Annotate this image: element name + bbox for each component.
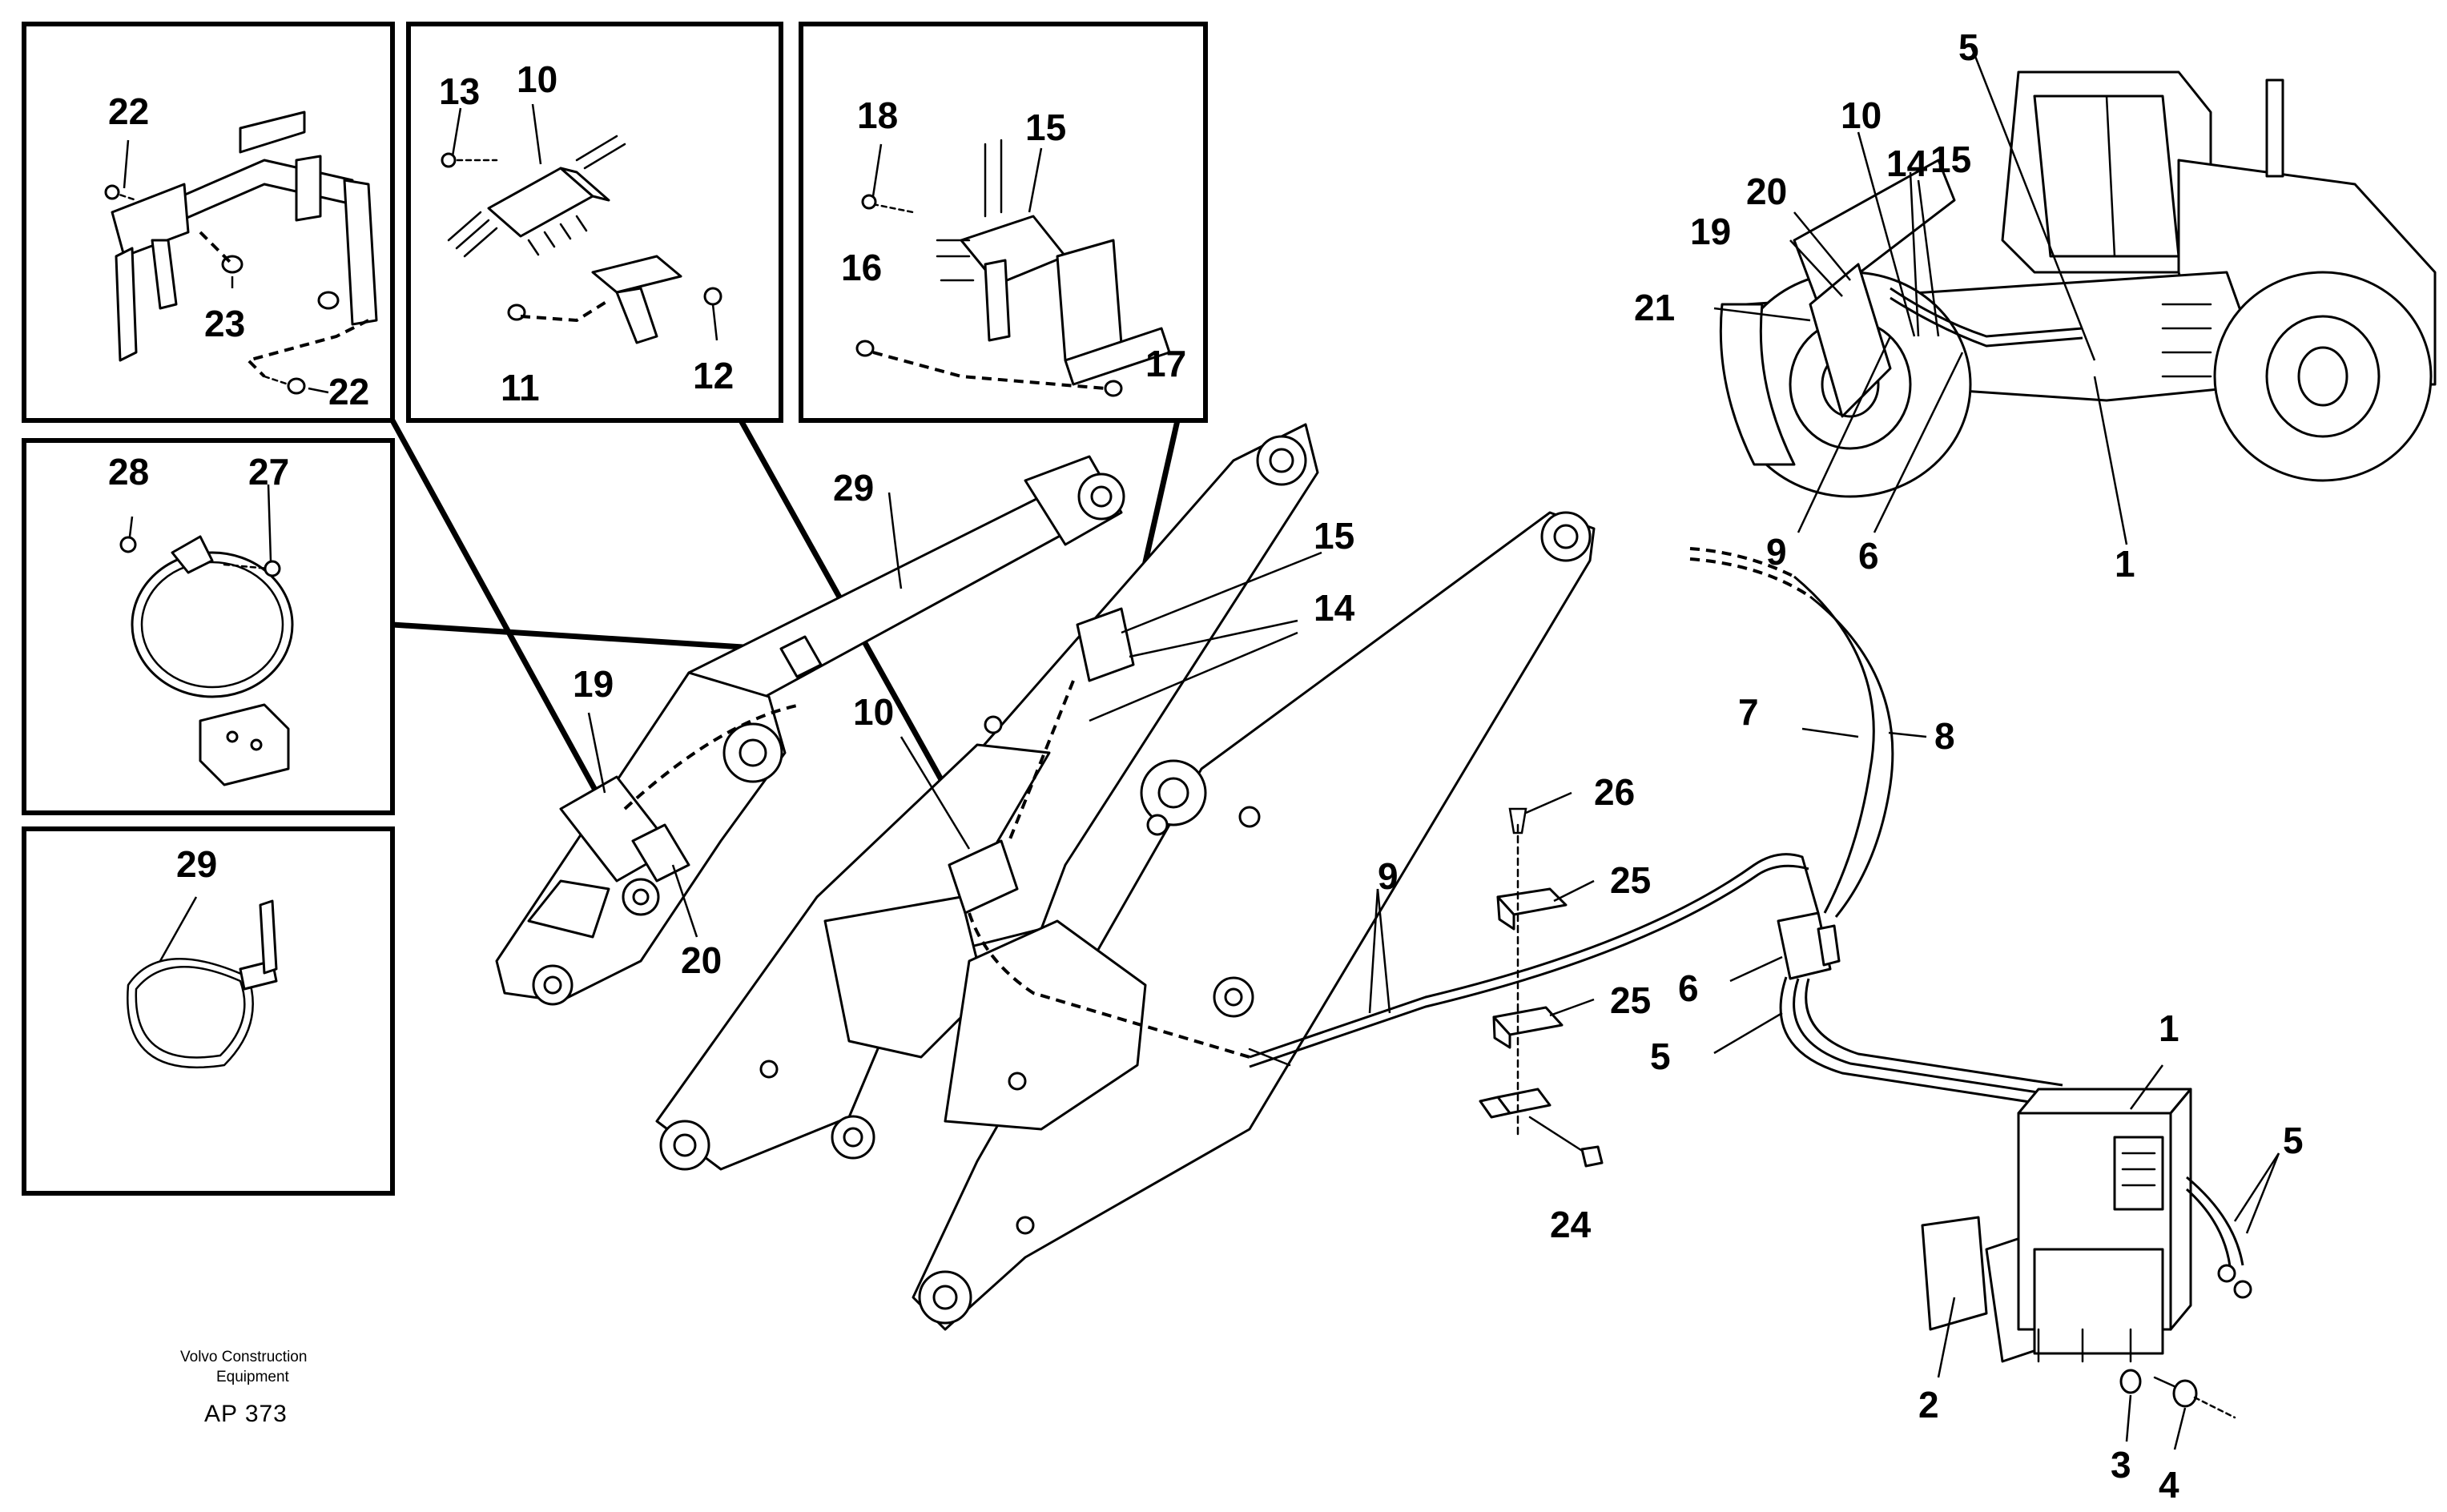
callout-7: 7: [1738, 691, 1759, 733]
leader-lines: [587, 43, 2280, 1450]
callout-20: 20: [1746, 171, 1787, 212]
inset-clamp: [22, 438, 395, 815]
callout-25: 25: [1610, 859, 1651, 901]
inset-bracket-mount: [22, 22, 395, 423]
callout-9: 9: [1378, 855, 1399, 897]
callout-4: 4: [2159, 1464, 2179, 1506]
callout-25: 25: [1610, 979, 1651, 1021]
callout-23: 23: [204, 303, 245, 344]
callout-14: 14: [1314, 587, 1355, 629]
callout-28: 28: [108, 451, 149, 493]
company-name-line1: Volvo Construction: [180, 1349, 307, 1365]
loader-machine-illustration: [1719, 70, 2437, 498]
callout-22: 22: [328, 371, 369, 412]
callout-22: 22: [108, 90, 149, 132]
bracket-parts: [1479, 807, 1604, 1168]
inset-valve-block-a: [406, 22, 783, 423]
callout-15: 15: [1314, 515, 1354, 557]
callout-19: 19: [1690, 211, 1731, 252]
callout-5: 5: [1650, 1035, 1671, 1077]
callout-8: 8: [1934, 715, 1955, 757]
callout-15: 15: [1025, 107, 1066, 148]
callout-16: 16: [841, 247, 882, 288]
callout-5: 5: [2283, 1120, 2304, 1161]
callout-9: 9: [1766, 531, 1787, 573]
callout-10: 10: [517, 58, 557, 100]
callout-27: 27: [248, 451, 289, 493]
callout-6: 6: [1678, 967, 1699, 1009]
callout-5: 5: [1958, 26, 1979, 68]
callout-26: 26: [1594, 771, 1635, 813]
callout-3: 3: [2111, 1444, 2131, 1486]
company-name-line2: Equipment: [216, 1369, 290, 1385]
callout-21: 21: [1634, 287, 1675, 328]
callout-10: 10: [853, 691, 894, 733]
callout-12: 12: [693, 355, 734, 396]
callout-1: 1: [2159, 1007, 2179, 1049]
callout-29: 29: [176, 843, 217, 885]
callout-11: 11: [501, 367, 540, 408]
callout-18: 18: [857, 94, 898, 136]
callout-19: 19: [573, 663, 614, 705]
callout-2: 2: [1918, 1384, 1939, 1426]
callout-labels: 22 23 22 13 10 11 12 18 15 16 17 28 27 2…: [108, 26, 2304, 1506]
boom-arm-illustration: [495, 423, 1596, 1331]
callout-10: 10: [1841, 94, 1882, 136]
footer: Volvo Construction Equipment AP 373: [180, 1349, 307, 1427]
callout-15: 15: [1930, 139, 1971, 180]
callout-6: 6: [1858, 535, 1879, 577]
callout-14: 14: [1886, 143, 1928, 184]
cable-run: [1249, 547, 2063, 1107]
callout-29: 29: [833, 467, 874, 509]
callout-1: 1: [2115, 543, 2135, 585]
control-unit-illustration: [1921, 1088, 2252, 1419]
callout-17: 17: [1145, 343, 1186, 384]
drawing-code: AP 373: [204, 1401, 288, 1427]
callout-20: 20: [681, 939, 722, 981]
inset-cable-tie: [22, 826, 395, 1196]
callout-24: 24: [1550, 1204, 1592, 1245]
callout-13: 13: [439, 70, 480, 112]
inset-valve-block-b: [799, 22, 1208, 423]
